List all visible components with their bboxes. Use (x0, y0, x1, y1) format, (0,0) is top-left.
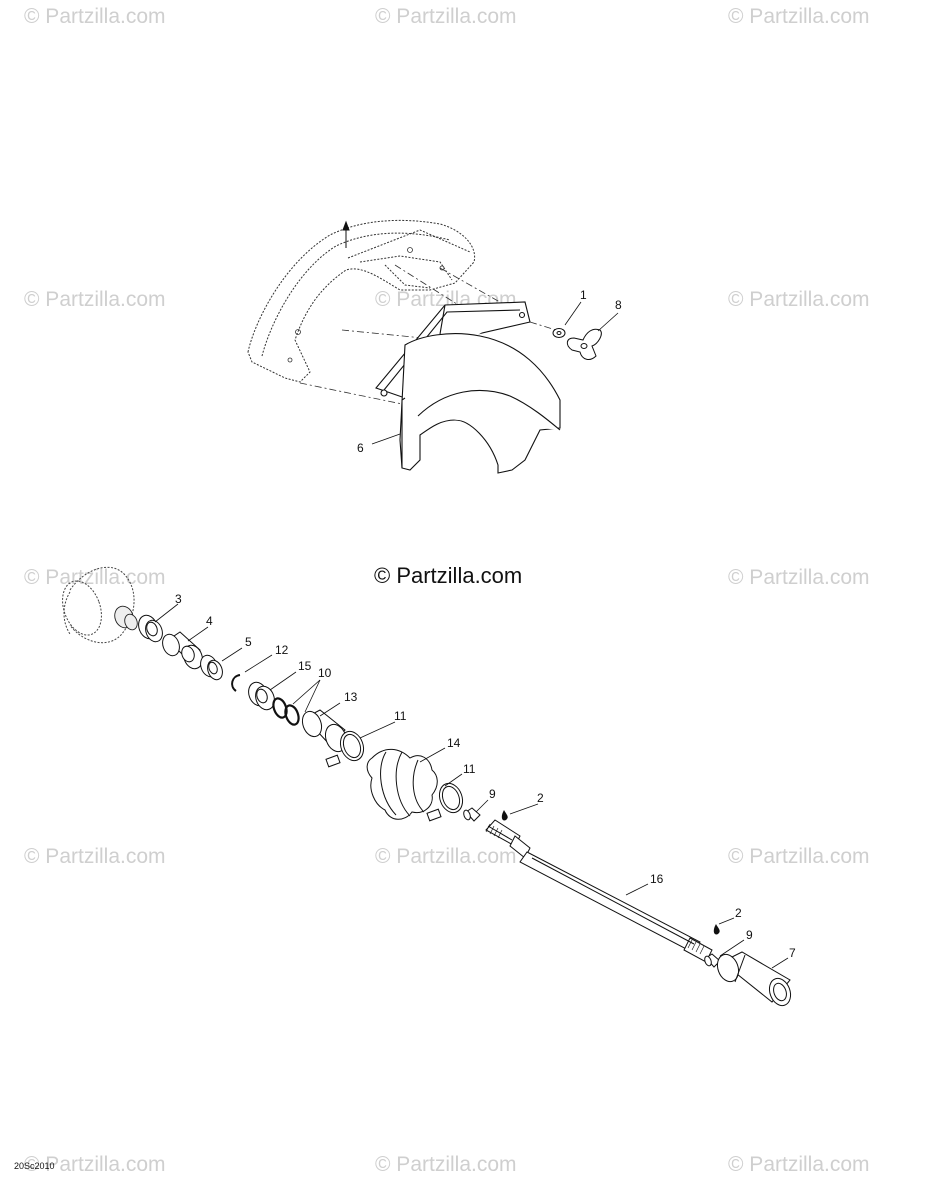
watermark: © Partzilla.com (24, 1153, 166, 1176)
leaders-upper (371, 301, 619, 445)
part-15-ring (248, 681, 275, 711)
leaders-lower (154, 603, 789, 969)
part-10-orings (272, 697, 300, 726)
callout-6: 6 (357, 441, 364, 455)
part-9-bushing-a (463, 807, 481, 822)
part-2-grease-b (713, 924, 720, 935)
callout-10: 10 (318, 666, 332, 680)
part-8-wingnut (566, 328, 602, 360)
watermark: © Partzilla.com (375, 845, 517, 868)
part-4-sleeve (162, 631, 203, 670)
main-watermark: © Partzilla.com (374, 563, 523, 588)
drum-phantom (62, 566, 135, 644)
part-11-clamp-a (325, 730, 365, 768)
callout-4: 4 (206, 614, 213, 628)
callout-7: 7 (789, 946, 796, 960)
diagram-code: 20Sc2010 (14, 1161, 55, 1171)
callout-2-lower: 2 (735, 906, 742, 920)
watermark: © Partzilla.com (728, 1153, 870, 1176)
part-5-bearing (200, 654, 223, 681)
part-1-washer (552, 328, 566, 338)
watermark: © Partzilla.com (24, 5, 166, 28)
callout-3: 3 (175, 592, 182, 606)
part-7-coupler (716, 951, 792, 1007)
callout-1: 1 (580, 288, 587, 302)
callout-5: 5 (245, 635, 252, 649)
part-6-cover (375, 301, 561, 474)
watermark: © Partzilla.com (24, 288, 166, 311)
part-12-circlip (231, 674, 241, 692)
part-3-bearing (138, 614, 163, 643)
drum-hub (114, 605, 138, 631)
watermark: © Partzilla.com (375, 5, 517, 28)
shaft-splines (485, 823, 705, 955)
callout-15: 15 (298, 659, 312, 673)
part-11-clamp-b (426, 782, 464, 822)
callout-13: 13 (344, 690, 358, 704)
up-arrow (342, 220, 350, 248)
part-16-shaft (485, 819, 713, 963)
callouts-lower: 3 4 5 12 15 10 13 11 14 11 9 2 16 2 9 7 (175, 592, 796, 960)
watermark: © Partzilla.com (728, 5, 870, 28)
callout-16: 16 (650, 872, 664, 886)
callout-8: 8 (615, 298, 622, 312)
watermark: © Partzilla.com (375, 1153, 517, 1176)
alignment-lines (299, 264, 557, 405)
part-14-boot (366, 748, 438, 820)
watermark: © Partzilla.com (24, 845, 166, 868)
callouts-upper: 1 8 6 (357, 288, 622, 455)
callout-11-lower: 11 (463, 762, 476, 776)
callout-12: 12 (275, 643, 289, 657)
callout-9-upper: 9 (489, 787, 496, 801)
watermark: © Partzilla.com (728, 288, 870, 311)
watermark: © Partzilla.com (728, 566, 870, 589)
part-2-grease-a (501, 810, 508, 821)
watermark: © Partzilla.com (728, 845, 870, 868)
callout-2-upper: 2 (537, 791, 544, 805)
callout-11-upper: 11 (394, 709, 407, 723)
callout-14: 14 (447, 736, 461, 750)
callout-9-lower: 9 (746, 928, 753, 942)
